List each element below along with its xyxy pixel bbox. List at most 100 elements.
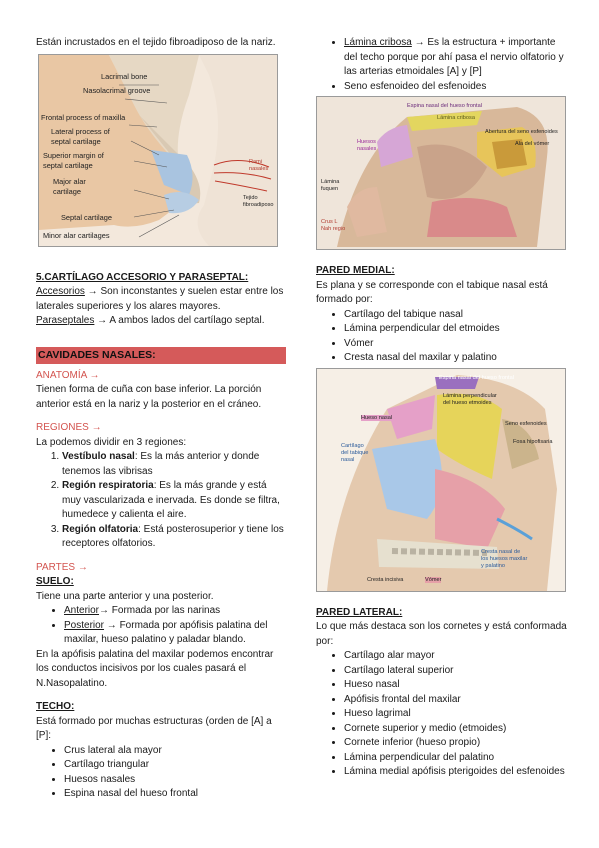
list-item: Lámina perpendicular del etmoides [344, 322, 568, 337]
medial-list: Cartílago del tabique nasal Lámina perpe… [316, 308, 568, 366]
label-crus-small: Crus L [321, 219, 338, 225]
medial-intro: Es plana y se corresponde con el tabique… [316, 279, 548, 306]
label-cresta-incisiva: Cresta incisiva [367, 576, 404, 583]
suelo-item-name: Posterior [64, 619, 105, 631]
label-minor-alar: Minor alar cartilages [43, 230, 110, 240]
accesorios-text: → Son inconstantes y suelen estar entre … [36, 286, 284, 312]
list-item: Espina nasal del hueso frontal [64, 787, 286, 802]
list-item: Cartílago lateral superior [344, 664, 568, 679]
label-frontal-process: Frontal process of maxilla [41, 112, 126, 122]
label-tejido-2: fibroadiposo [243, 201, 274, 208]
regiones-intro: La podemos dividir en 3 regiones: [36, 436, 187, 448]
label-rami-1: Rami [249, 158, 263, 165]
nasal-septum-illustration [317, 368, 565, 591]
label-lamina-perp-1: Lámina perpendicular [443, 392, 497, 399]
medial-heading: PARED MEDIAL: [316, 265, 395, 276]
list-item: Cresta nasal del maxilar y palatino [344, 351, 568, 366]
list-item: Cartílago triangular [64, 758, 286, 773]
list-item: Crus lateral ala mayor [64, 744, 286, 759]
figure-nasal-roof: Espina nasal del hueso frontal Lámina cr… [316, 96, 566, 250]
lateral-intro: Lo que más destaca son los cornetes y es… [316, 621, 567, 647]
list-item: Seno esfenoideo del esfenoides [344, 80, 568, 95]
anatomia-text: Tienen forma de cuña con base inferior. … [36, 384, 262, 410]
label-cartilago-tabique-2: del tabique [341, 449, 369, 456]
suelo-item-text: → Formada por apófisis palatina del maxi… [64, 619, 268, 646]
list-item: Lámina cribosa → Es la estructura + impo… [344, 36, 568, 80]
label-major-alar-1: Major alar [53, 176, 86, 186]
label-cartilago-tabique-3: nasal [341, 456, 355, 463]
nasal-cartilage-illustration [39, 54, 277, 246]
list-item: Apófisis frontal del maxilar [344, 693, 568, 708]
label-huesos-nasales-1: Huesos [357, 139, 376, 145]
label-seno-esfenoides: Seno esfenoides [505, 420, 547, 427]
regiones-heading: REGIONES → [36, 422, 102, 433]
lamina-label: Lámina cribosa [344, 37, 412, 48]
cavidades-heading: CAVIDADES NASALES: [36, 346, 286, 364]
label-cresta-nasal-3: y palatino [481, 562, 505, 569]
label-cresta-nasal-1: Cresta nasal de [481, 548, 521, 555]
list-item: Posterior → Formada por apófisis palatin… [64, 619, 286, 648]
region-text: : Es la más anterior y donde tenemos las… [62, 451, 260, 477]
label-espina-frontal-2: Espina nasal del hueso frontal [439, 374, 514, 381]
intro-text: Están incrustados en el tejido fibroadip… [36, 37, 276, 48]
lamina-text: → Es la estructura + importante del tech… [344, 37, 564, 77]
section5-title: 5.CARTÍLAGO ACCESORIO Y PARASEPTAL: [36, 271, 249, 283]
label-fosa-hipofisaria: Fosa hipofisaria [513, 438, 553, 445]
region-text: : Es la más grande y está muy vasculariz… [62, 480, 280, 520]
suelo-list: Anterior→ Formada por las narinas Poster… [36, 604, 286, 648]
label-ala-vomer: Ala del vómer [515, 141, 550, 147]
label-lateral-process-2: septal cartilage [51, 136, 101, 146]
list-item: Hueso lagrimal [344, 707, 568, 722]
list-item: Región olfatoria: Está posterosuperior y… [62, 523, 286, 552]
figure-nasal-septum: Espina nasal del hueso frontal Lámina pe… [316, 367, 566, 592]
suelo-item-text: → Formada por las narinas [99, 605, 221, 616]
list-item: Cornete inferior (hueso propio) [344, 736, 568, 751]
nasal-roof-illustration [317, 97, 565, 249]
list-item: Vestíbulo nasal: Es la más anterior y do… [62, 450, 286, 479]
anatomia-heading: ANATOMÍA → [36, 369, 100, 381]
lateral-heading: PARED LATERAL: [316, 606, 403, 618]
label-major-alar-2: cartilage [53, 186, 81, 196]
suelo-heading: SUELO: [36, 576, 74, 587]
label-espina-frontal: Espina nasal del hueso frontal [407, 103, 482, 109]
region-name: Región respiratoria [62, 480, 154, 491]
label-lateral-process-1: Lateral process of [51, 126, 110, 136]
label-tejido-1: Tejido [243, 194, 258, 201]
label-lamina-cribosa: Lámina cribosa [437, 115, 475, 121]
techo-cont-list: Lámina cribosa → Es la estructura + impo… [316, 36, 568, 94]
suelo-intro: Tiene una parte anterior y una posterior… [36, 590, 214, 602]
regiones-list: Vestíbulo nasal: Es la más anterior y do… [36, 450, 286, 552]
partes-heading: PARTES → [36, 561, 88, 573]
list-item: Cartílago del tabique nasal [344, 308, 568, 323]
label-lamina-perp-2: del hueso etmoides [443, 399, 492, 406]
label-nasolacrimal-groove: Nasolacrimal groove [83, 85, 151, 95]
label-abertura-seno: Abertura del seno esfenoides [485, 129, 558, 135]
lateral-list: Cartílago alar mayor Cartílago lateral s… [316, 649, 568, 780]
label-cartilago-tabique-1: Cartílago [341, 442, 364, 449]
label-lacrimal-bone: Lacrimal bone [101, 71, 148, 81]
label-fuquen-small: fuquen [321, 186, 339, 192]
accesorios-paragraph: Accesorios → Son inconstantes y suelen e… [36, 285, 286, 314]
list-item: Cornete superior y medio (etmoides) [344, 722, 568, 737]
list-item: Cartílago alar mayor [344, 649, 568, 664]
list-item: Lámina medial apófisis pterigoides del e… [344, 765, 568, 780]
paraseptales-paragraph: Paraseptales → A ambos lados del cartíla… [36, 314, 286, 329]
region-name: Región olfatoria [62, 523, 139, 535]
figure-nasal-cartilages: Lacrimal bone Nasolacrimal groove Fronta… [38, 53, 278, 247]
label-cresta-nasal-2: los huesos maxilar [481, 555, 528, 562]
label-septal-cartilage: Septal cartilage [61, 212, 112, 222]
left-column: Están incrustados en el tejido fibroadip… [36, 36, 286, 802]
paraseptales-text: → A ambos lados del cartílago septal. [94, 315, 265, 326]
techo-heading: TECHO: [36, 701, 75, 712]
list-item: Región respiratoria: Es la más grande y … [62, 479, 286, 523]
label-lamina-small: Lámina [321, 179, 340, 185]
techo-intro: Está formado por muchas estructuras (ord… [36, 715, 272, 742]
list-item: Hueso nasal [344, 678, 568, 693]
region-text: : Está posterosuperior y tiene los recep… [62, 523, 284, 550]
right-column: Lámina cribosa → Es la estructura + impo… [316, 36, 568, 780]
suelo-text: En la apófisis palatina del maxilar pode… [36, 648, 274, 689]
list-item: Lámina perpendicular del palatino [344, 751, 568, 766]
list-item: Vómer [344, 337, 568, 352]
list-item: Huesos nasales [64, 773, 286, 788]
suelo-item-name: Anterior [64, 605, 100, 616]
